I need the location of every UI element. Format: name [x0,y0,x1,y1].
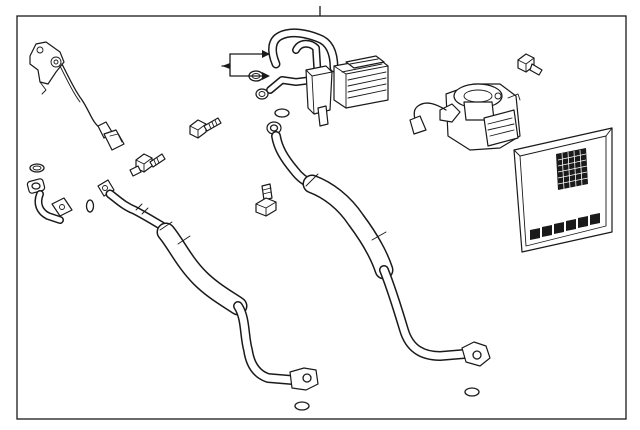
o-ring [274,108,290,118]
bolt [189,117,222,139]
filter-label-boxes [530,213,600,240]
suction-line-hose [97,179,319,391]
screw [517,53,543,76]
bolt [129,153,166,177]
fitting-bracket [26,178,73,224]
evaporator-core-with-expansion-valve [221,28,389,127]
blower-motor-assembly [409,83,521,151]
cabin-air-filter [513,127,613,253]
discharge-line-hose [266,121,491,367]
filter-mesh [556,148,589,190]
pressure-sensor-wire [29,41,125,151]
o-ring [294,401,310,411]
diagram-frame [16,15,627,420]
o-ring [464,387,480,397]
stud-bolt [255,183,277,217]
o-ring [29,163,45,173]
o-ring [248,70,264,82]
o-ring [85,199,95,213]
